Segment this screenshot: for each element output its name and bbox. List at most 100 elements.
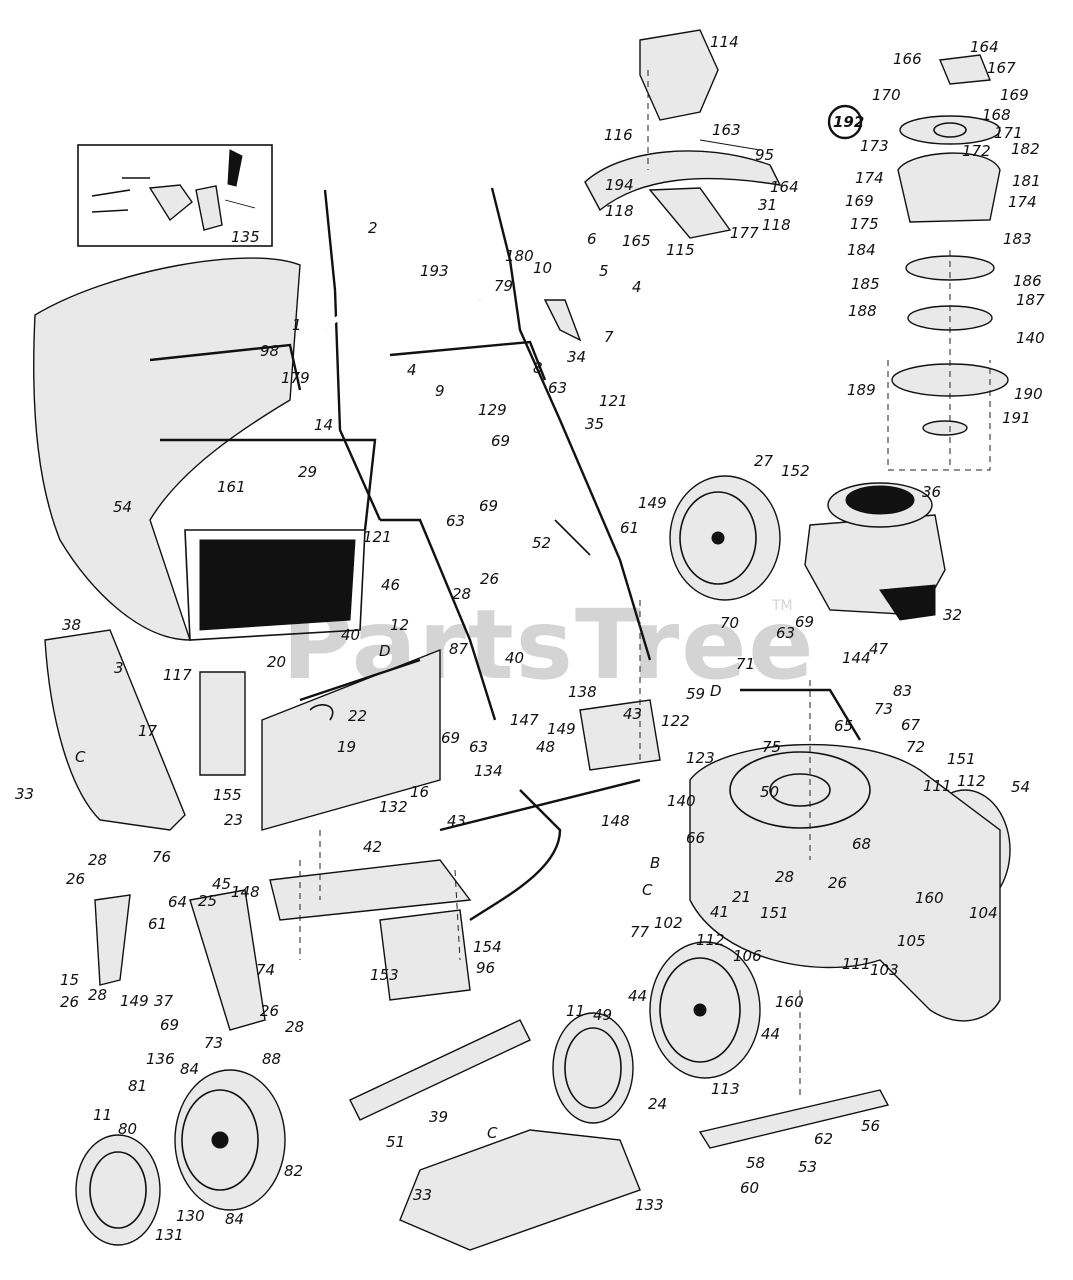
part-label: 27 — [754, 452, 774, 470]
part-label: 4 — [407, 361, 417, 379]
part-label: 43 — [623, 705, 642, 723]
part-label: 175 — [850, 215, 879, 233]
part-label: 112 — [957, 772, 986, 790]
part-label: 59 — [686, 685, 705, 703]
part-label: 71 — [736, 655, 755, 673]
part-label: 189 — [847, 381, 876, 399]
part-label: 9 — [435, 382, 445, 400]
part-label: 24 — [648, 1095, 667, 1113]
part-label: 45 — [212, 875, 231, 893]
part-label: 29 — [298, 463, 317, 481]
part-label: 33 — [413, 1186, 432, 1204]
part-label: 116 — [604, 126, 633, 144]
part-label: 73 — [874, 700, 893, 718]
part-label: 186 — [1013, 272, 1042, 290]
part-label: 68 — [852, 835, 871, 853]
part-label: 75 — [762, 738, 781, 756]
part-label: 38 — [62, 616, 81, 634]
part-label: 184 — [847, 241, 876, 259]
part-label: 33 — [15, 785, 34, 803]
part-label: 114 — [710, 33, 739, 51]
part-label: 31 — [758, 196, 777, 214]
part-label: 69 — [160, 1016, 179, 1034]
part-label: 172 — [962, 142, 991, 160]
part-label: 32 — [943, 606, 962, 624]
part-label: 54 — [113, 498, 132, 516]
part-label: 1 — [292, 316, 302, 334]
part-label: 5 — [599, 262, 609, 280]
lower-left-brackets — [94, 889, 531, 1121]
part-label: 115 — [666, 241, 695, 259]
part-label: C — [642, 881, 653, 899]
part-label: 102 — [654, 914, 683, 932]
part-label: 64 — [168, 893, 187, 911]
part-label: 69 — [491, 432, 510, 450]
part-label: 21 — [732, 888, 751, 906]
part-label: 138 — [568, 683, 597, 701]
part-label: 149 — [638, 494, 667, 512]
part-label: 164 — [970, 38, 999, 56]
part-label: 166 — [893, 50, 922, 68]
part-label: 53 — [798, 1158, 817, 1176]
part-label: 171 — [994, 124, 1023, 142]
part-label: 174 — [855, 169, 884, 187]
part-label: 134 — [474, 762, 503, 780]
part-label: 155 — [213, 786, 242, 804]
part-label: 153 — [370, 966, 399, 984]
part-label: 28 — [285, 1018, 304, 1036]
part-label: 82 — [284, 1162, 303, 1180]
part-label: 187 — [1016, 291, 1045, 309]
part-label: 69 — [441, 729, 460, 747]
part-label: 149 — [547, 720, 576, 738]
part-label: 185 — [851, 275, 880, 293]
part-label: 28 — [88, 986, 107, 1004]
part-label: 36 — [922, 483, 941, 501]
part-label: 63 — [446, 512, 465, 530]
part-label: 151 — [947, 750, 976, 768]
part-label: 132 — [379, 798, 408, 816]
part-label: 148 — [231, 883, 260, 901]
part-label: 25 — [198, 892, 217, 910]
part-label: 41 — [710, 903, 729, 921]
part-label: 15 — [60, 971, 79, 989]
part-label: 164 — [770, 178, 799, 196]
part-label: 17 — [138, 722, 158, 740]
part-label: 4 — [632, 278, 642, 296]
wheel-upper-right — [669, 475, 781, 601]
part-label: 131 — [155, 1226, 184, 1244]
watermark-tm: TM — [771, 598, 793, 614]
part-label: 10 — [533, 259, 552, 277]
part-label: 140 — [1016, 329, 1045, 347]
part-label: 179 — [281, 369, 310, 387]
part-label: 74 — [256, 961, 275, 979]
part-label: 2 — [368, 219, 378, 237]
part-label: 180 — [505, 247, 534, 265]
handle-assembly — [322, 151, 652, 721]
part-labels: 114 116 163 95 164 194 31 118 118 165 11… — [15, 33, 1045, 1244]
part-label: 46 — [381, 576, 400, 594]
guide-lines — [299, 600, 811, 961]
part-label: 6 — [587, 230, 597, 248]
part-label: 147 — [510, 711, 539, 729]
part-label: 169 — [845, 192, 874, 210]
part-label: 168 — [982, 106, 1011, 124]
mower-deck — [689, 688, 1001, 1022]
part-label: 173 — [860, 137, 889, 155]
part-label: 28 — [88, 851, 107, 869]
part-label: 76 — [152, 848, 171, 866]
part-label: 121 — [363, 528, 392, 546]
part-label: 69 — [795, 613, 814, 631]
part-label: 61 — [148, 915, 167, 933]
part-label: 140 — [667, 792, 696, 810]
part-label: 28 — [452, 585, 471, 603]
part-label: 37 — [154, 992, 174, 1010]
part-label: 35 — [585, 415, 604, 433]
part-label: 42 — [363, 838, 382, 856]
part-label: 26 — [66, 870, 85, 888]
part-label: 148 — [601, 812, 630, 830]
part-label: 81 — [128, 1077, 147, 1095]
part-label: 65 — [834, 717, 853, 735]
part-label: 188 — [848, 302, 877, 320]
part-label: 84 — [225, 1210, 244, 1228]
